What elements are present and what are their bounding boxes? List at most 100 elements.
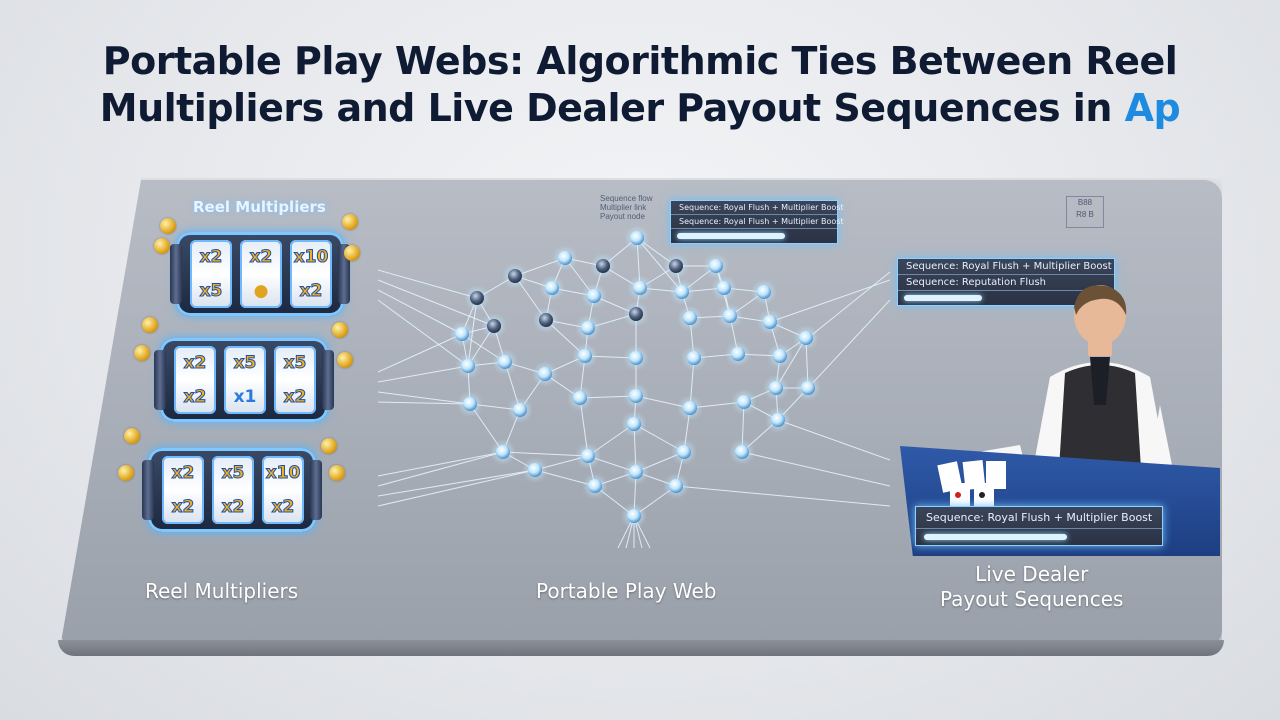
network-node: [629, 307, 643, 321]
network-node: [498, 355, 512, 369]
network-link: [807, 271, 891, 339]
network-link: [467, 297, 478, 367]
multiplier-symbol: x2: [299, 281, 323, 302]
coin-icon: [118, 465, 134, 481]
multiplier-symbol: x2: [199, 247, 223, 268]
multiplier-symbol: x2: [221, 497, 245, 518]
network-node: [470, 291, 484, 305]
network-node: [769, 381, 783, 395]
network-node: [528, 463, 542, 477]
network-node: [723, 309, 737, 323]
network-link: [502, 451, 589, 457]
reel-window: x10 x2: [262, 456, 304, 524]
network-link: [377, 391, 471, 405]
network-node: [627, 509, 641, 523]
network-node: [573, 391, 587, 405]
board-edge: [58, 640, 1224, 656]
progress-bar: [677, 233, 785, 239]
network-link: [636, 237, 683, 293]
coin-icon: [342, 214, 358, 230]
network-node: [588, 479, 602, 493]
dealer-label-line-2: Payout Sequences: [940, 587, 1124, 611]
coin-icon: [142, 317, 158, 333]
panel-line: Sequence: Royal Flush + Multiplier Boost: [898, 259, 1114, 275]
corner-box: B88 R8 B: [1066, 196, 1104, 228]
multiplier-symbol: x2: [171, 497, 195, 518]
network-node: [463, 397, 477, 411]
multiplier-symbol: x10: [293, 247, 329, 268]
network-node: [627, 417, 641, 431]
multiplier-symbol: x5: [233, 353, 257, 374]
legend-item: Payout node: [600, 212, 645, 221]
network-link: [807, 299, 891, 389]
network-node: [669, 479, 683, 493]
network-link: [377, 451, 504, 487]
dealer-label: Live Dealer Payout Sequences: [940, 562, 1123, 612]
title-line-2-text: Multipliers and Live Dealer Payout Seque…: [99, 86, 1125, 130]
network-node: [731, 347, 745, 361]
reel-window: x2●: [240, 240, 282, 308]
dealer-label-line-1: Live Dealer: [975, 562, 1089, 586]
network-node: [801, 381, 815, 395]
network-node: [578, 349, 592, 363]
network-node: [675, 285, 689, 299]
multiplier-symbol: x2: [171, 463, 195, 484]
multiplier-symbol: x2: [271, 497, 295, 518]
coin-icon: [154, 238, 170, 254]
network-link: [377, 299, 469, 367]
legend-item: Sequence flow: [600, 194, 653, 203]
coin-icon: [124, 428, 140, 444]
coin-icon: [332, 322, 348, 338]
reel-window: x10 x2: [290, 240, 332, 308]
title-line-2: Multipliers and Live Dealer Payout Seque…: [0, 85, 1280, 132]
network-node: [709, 259, 723, 273]
network-node: [683, 311, 697, 325]
corner-box-line: B88: [1077, 198, 1093, 207]
network-link: [377, 333, 463, 373]
network-node: [629, 389, 643, 403]
coin-icon: [321, 438, 337, 454]
panel-line: Sequence: Royal Flush + Multiplier Boost: [671, 201, 844, 215]
multiplier-symbol: x2: [249, 247, 273, 268]
corner-box-line: R8 B: [1076, 210, 1094, 219]
reels-bottom-label: Reel Multipliers: [145, 579, 299, 603]
cards-graphic: [937, 460, 1006, 511]
network-node: [545, 281, 559, 295]
network-node: [513, 403, 527, 417]
network-node: [757, 285, 771, 299]
progress-bar: [904, 295, 982, 301]
network-node: [455, 327, 469, 341]
reel-cap: [142, 460, 154, 520]
multiplier-symbol: x10: [265, 463, 301, 484]
network-label: Portable Play Web: [536, 579, 717, 603]
network-node: [558, 251, 572, 265]
network-node: [596, 259, 610, 273]
legend-item: Multiplier link: [600, 203, 647, 212]
network-node: [773, 349, 787, 363]
network-node: [633, 281, 647, 295]
network-node: [799, 331, 813, 345]
network-node: [587, 289, 601, 303]
network-node: [461, 359, 475, 373]
reel-cap: [170, 244, 182, 304]
coin-icon: [344, 245, 360, 261]
network-link: [377, 289, 463, 335]
network-link: [377, 469, 536, 497]
network-link: [377, 401, 471, 405]
network-node: [669, 259, 683, 273]
network-node: [487, 319, 501, 333]
network-link: [377, 451, 504, 477]
reel-cap: [322, 350, 334, 410]
coin-icon: [329, 465, 345, 481]
network-node: [629, 465, 643, 479]
coin-icon: [160, 218, 176, 234]
panel-line: Sequence: Royal Flush + Multiplier Boost: [671, 215, 844, 229]
panel-line: Sequence: Reputation Flush: [898, 275, 1114, 291]
